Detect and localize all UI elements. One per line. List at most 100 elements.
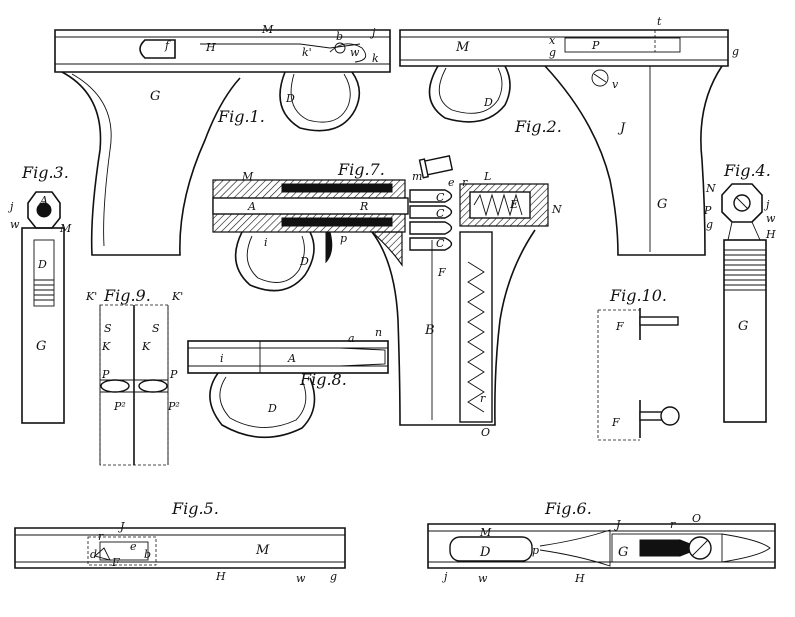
fig1-label: f bbox=[164, 39, 171, 52]
fig8-label: A bbox=[287, 352, 296, 365]
fig5-label: r bbox=[98, 530, 104, 543]
fig7-label: R bbox=[359, 200, 368, 213]
fig6-top-view: Fig.6. M J r O D p G j w H bbox=[427, 499, 776, 585]
fig2-label: t bbox=[657, 15, 662, 28]
fig1-label: w bbox=[350, 46, 360, 59]
fig10-detail: Fig.10. F F bbox=[597, 286, 680, 441]
fig1-label: M bbox=[261, 23, 274, 36]
fig5-label: b bbox=[144, 548, 151, 561]
fig7-label: F bbox=[437, 266, 446, 279]
fig7-label: N bbox=[551, 203, 562, 216]
fig5-label: H bbox=[215, 570, 226, 583]
fig2-label: g bbox=[549, 46, 556, 59]
fig7-label: A bbox=[247, 200, 256, 213]
fig7-label: O bbox=[481, 426, 490, 439]
fig7-label: D bbox=[299, 255, 309, 268]
fig10-label: F bbox=[615, 320, 624, 333]
fig9-label: P² bbox=[167, 400, 180, 413]
fig7-label: L bbox=[483, 170, 491, 183]
fig6-title: Fig.6. bbox=[544, 499, 592, 518]
fig8-title: Fig.8. bbox=[299, 370, 347, 389]
fig8-label: i bbox=[220, 352, 224, 365]
fig5-label: g bbox=[330, 570, 337, 583]
fig6-label: J bbox=[614, 518, 621, 531]
fig6-label: w bbox=[478, 572, 488, 585]
fig2-label: g bbox=[732, 45, 739, 58]
fig7-label: C bbox=[436, 191, 445, 204]
fig9-label: P bbox=[169, 368, 178, 381]
fig7-label: r bbox=[480, 392, 486, 405]
fig7-label: p bbox=[340, 232, 347, 245]
fig10-label: F bbox=[611, 416, 620, 429]
fig7-label: e bbox=[448, 176, 455, 189]
fig9-label: S bbox=[104, 322, 112, 335]
fig1-label: D bbox=[285, 92, 295, 105]
fig9-label: S bbox=[152, 322, 160, 335]
fig1-label: k bbox=[372, 52, 379, 65]
fig3-label: j bbox=[7, 200, 14, 213]
fig4-label: H bbox=[765, 228, 776, 241]
fig2-label: G bbox=[657, 197, 667, 212]
fig3-label: D bbox=[37, 258, 47, 271]
fig2-label: P bbox=[591, 39, 600, 52]
fig6-label: r bbox=[670, 518, 676, 531]
fig6-label: G bbox=[618, 545, 628, 560]
fig7-label: C bbox=[436, 207, 445, 220]
fig3-title: Fig.3. bbox=[21, 163, 69, 182]
fig2-label: J bbox=[617, 121, 626, 136]
fig7-label: i bbox=[264, 236, 268, 249]
fig6-label: p bbox=[532, 544, 539, 557]
fig5-label: J bbox=[118, 520, 125, 533]
fig6-label: O bbox=[692, 512, 701, 525]
fig9-detail: Fig.9. K' K' S S K K P P P² P² bbox=[85, 286, 183, 466]
fig5-label: e bbox=[130, 540, 137, 553]
fig2-label: v bbox=[612, 78, 619, 91]
fig4-label: P bbox=[703, 204, 712, 217]
fig7-title: Fig.7. bbox=[337, 160, 385, 179]
fig5-label: F bbox=[111, 556, 120, 569]
fig5-top-view: Fig.5. J r e d b F M H w g bbox=[14, 499, 346, 585]
fig4-title: Fig.4. bbox=[723, 161, 771, 180]
fig1-label: H bbox=[205, 41, 216, 54]
fig3-label: G bbox=[36, 339, 46, 354]
fig6-label: M bbox=[479, 526, 492, 539]
fig7-label: C bbox=[436, 237, 445, 250]
fig4-end-view: Fig.4. N j P w g H G bbox=[703, 161, 776, 423]
fig9-title: Fig.9. bbox=[103, 286, 151, 305]
fig9-label: K' bbox=[85, 290, 97, 303]
fig9-label: P bbox=[101, 368, 110, 381]
fig6-label: j bbox=[441, 570, 448, 583]
fig1-label: b bbox=[336, 30, 343, 43]
fig4-label: N bbox=[705, 182, 716, 195]
fig2-title: Fig.2. bbox=[514, 117, 562, 136]
fig1-title: Fig.1. bbox=[217, 107, 265, 126]
fig8-barrel-detail: i A a n D Fig.8. bbox=[187, 326, 389, 439]
fig1-label: k' bbox=[302, 46, 312, 59]
fig5-label: d bbox=[90, 548, 97, 561]
fig4-label: w bbox=[766, 212, 776, 225]
fig4-label: j bbox=[763, 198, 770, 211]
fig3-end-view: Fig.3. A j w M D G bbox=[7, 163, 72, 424]
fig9-label: K bbox=[101, 340, 111, 353]
fig8-label: n bbox=[375, 326, 382, 339]
fig4-label: g bbox=[706, 218, 713, 231]
fig3-label: A bbox=[39, 194, 48, 207]
fig7-label: E bbox=[509, 198, 518, 211]
fig5-title: Fig.5. bbox=[171, 499, 219, 518]
fig7-label: m bbox=[412, 170, 422, 183]
fig2-label: x bbox=[549, 34, 556, 47]
fig7-sectional-view: Fig.7. M m e r L A R C C E N i p D C F B… bbox=[212, 155, 562, 439]
fig10-title: Fig.10. bbox=[609, 286, 667, 305]
fig5-label: w bbox=[296, 572, 306, 585]
fig9-label: K bbox=[141, 340, 151, 353]
fig3-label: w bbox=[10, 218, 20, 231]
fig7-label: B bbox=[424, 323, 435, 338]
fig2-label: D bbox=[483, 96, 493, 109]
fig2-label: M bbox=[455, 40, 470, 55]
fig1-pistol-side-view: M f H b j k' w k G D Fig.1. bbox=[54, 23, 391, 256]
fig7-label: r bbox=[462, 176, 468, 189]
fig2-pistol-side-view: t M x P g g v D J G Fig.2. bbox=[399, 15, 739, 256]
fig9-label: K' bbox=[171, 290, 183, 303]
fig5-label: M bbox=[255, 543, 270, 558]
